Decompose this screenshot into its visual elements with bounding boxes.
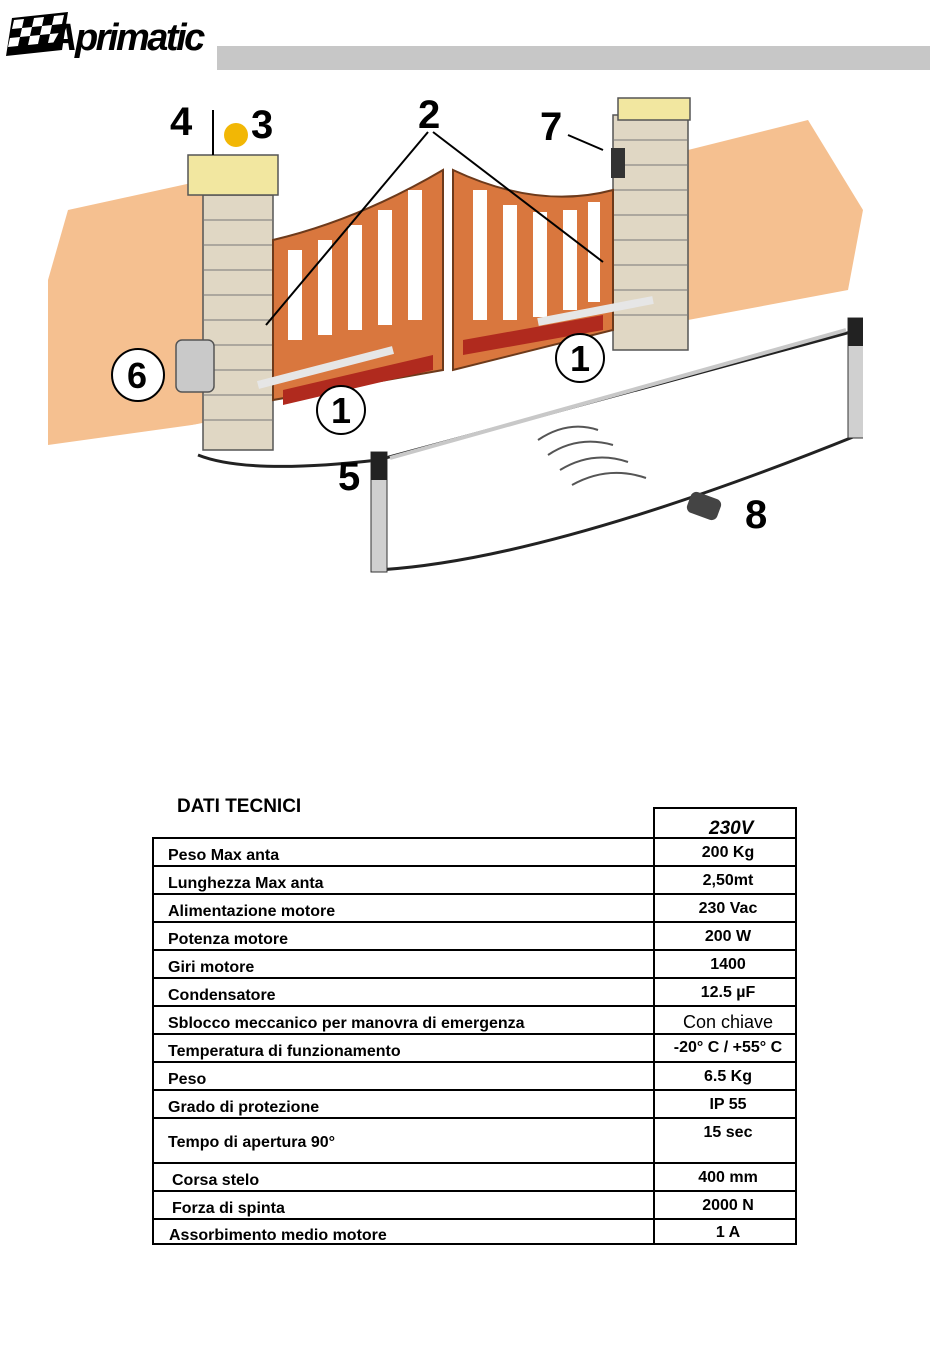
- left-actuator: [256, 346, 395, 389]
- table-row: Grado di protezione IP 55: [152, 1089, 797, 1117]
- row-value: 1400: [710, 956, 746, 973]
- table-row: Corsa stelo 400 mm: [152, 1162, 797, 1190]
- specs-title: DATI TECNICI: [177, 796, 302, 817]
- row-label: Peso: [168, 1071, 207, 1088]
- row-label: Alimentazione motore: [168, 903, 336, 920]
- callout-1-right: 1: [570, 338, 590, 379]
- callout-4: 4: [170, 100, 193, 144]
- table-row: Lunghezza Max anta 2,50mt: [152, 865, 797, 893]
- row-label: Lunghezza Max anta: [168, 875, 324, 892]
- flashing-lamp: [224, 123, 248, 147]
- row-value: 230 Vac: [698, 900, 758, 917]
- control-unit: [175, 339, 215, 393]
- row-label: Forza di spinta: [172, 1200, 285, 1217]
- remote-control: [686, 491, 722, 521]
- table-row: Temperatura di funzionamento -20° C / +5…: [152, 1033, 797, 1061]
- row-value: 2000 N: [702, 1197, 754, 1214]
- table-row: Peso 6.5 Kg: [152, 1061, 797, 1089]
- row-value: 2,50mt: [702, 872, 754, 889]
- right-pillar: [612, 97, 691, 351]
- left-pillar: [187, 154, 279, 451]
- voltage-header-cell: 230V: [653, 807, 797, 839]
- ground: [48, 340, 863, 592]
- gate: [272, 168, 614, 405]
- row-label: Condensatore: [168, 987, 276, 1004]
- callout-2: 2: [418, 93, 440, 137]
- table-row: Alimentazione motore 230 Vac: [152, 893, 797, 921]
- right-actuator: [537, 296, 654, 326]
- row-label: Giri motore: [168, 959, 255, 976]
- callout-3: 3: [251, 103, 273, 147]
- row-value: 15 sec: [703, 1124, 753, 1141]
- table-row: Condensatore 12.5 µF: [152, 977, 797, 1005]
- voltage-header: 230V: [709, 818, 754, 839]
- row-label: Tempo di apertura 90°: [168, 1134, 336, 1151]
- installation-diagram: 4 3 2 7 5 5 8 6 1 1: [48, 90, 900, 592]
- left-wall: [48, 175, 228, 445]
- key-selector: [611, 148, 625, 178]
- checkered-flag-icon: [6, 12, 68, 56]
- row-label: Corsa stelo: [172, 1172, 260, 1189]
- callout-6: 6: [127, 355, 147, 396]
- row-label: Temperatura di funzionamento: [168, 1043, 401, 1060]
- header-bar: [217, 46, 930, 70]
- row-value: 1 A: [715, 1224, 741, 1241]
- row-label: Assorbimento medio motore: [169, 1227, 387, 1244]
- table-bottom-border: [152, 1243, 797, 1245]
- row-value: 6.5 Kg: [703, 1068, 752, 1085]
- row-value: 200 Kg: [701, 844, 755, 861]
- row-label: Potenza motore: [168, 931, 289, 948]
- table-row: Sblocco meccanico per manovra di emergen…: [152, 1005, 797, 1033]
- row-label: Peso Max anta: [168, 847, 280, 864]
- table-row: Assorbimento medio motore 1 A: [152, 1218, 797, 1245]
- row-value: 200 W: [704, 928, 752, 945]
- aprimatic-logo: Aprimatic: [6, 6, 208, 60]
- callout-7: 7: [540, 105, 562, 149]
- row-value: IP 55: [709, 1096, 747, 1113]
- callout-5-left: 5: [338, 455, 360, 499]
- table-row: Forza di spinta 2000 N: [152, 1190, 797, 1218]
- column-divider: [653, 807, 655, 1245]
- right-wall: [688, 120, 863, 320]
- table-row: Tempo di apertura 90° 15 sec: [152, 1117, 797, 1162]
- table-row: Giri motore 1400: [152, 949, 797, 977]
- logo-wordmark: Aprimatic: [49, 17, 205, 59]
- row-value: -20° C / +55° C: [673, 1039, 783, 1056]
- row-value: 12.5 µF: [700, 984, 756, 1001]
- row-value: 400 mm: [698, 1169, 758, 1186]
- row-value: Con chiave: [682, 1012, 774, 1032]
- row-label: Sblocco meccanico per manovra di emergen…: [168, 1015, 525, 1032]
- callout-1-left: 1: [331, 390, 351, 431]
- row-label: Grado di protezione: [168, 1099, 320, 1116]
- table-row: Peso Max anta 200 Kg: [152, 837, 797, 865]
- table-row: Potenza motore 200 W: [152, 921, 797, 949]
- callout-8: 8: [745, 493, 767, 537]
